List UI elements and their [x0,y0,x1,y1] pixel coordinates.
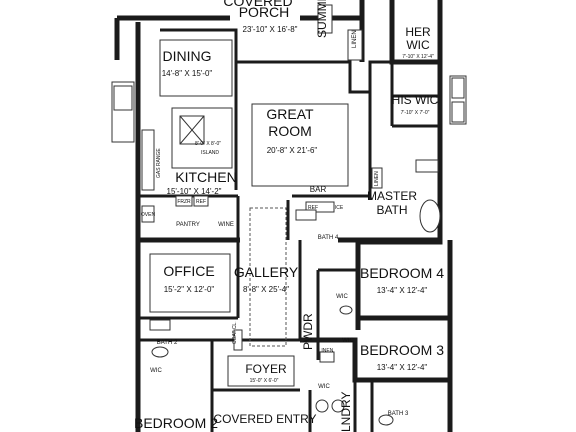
fixtures [113,4,465,426]
porch-label-line2: PORCH [239,4,290,20]
linen-label-top: LINEN [352,30,358,48]
wine-label: WINE [218,222,234,228]
foyer-label: FOYER [245,362,287,376]
wic-label-b: WIC [342,338,354,344]
office-dims: 15'-2" X 12'-0" [164,285,215,294]
gallery-dims: 8'-8" X 25'-4" [243,285,289,294]
kitchen-dims: 15'-10" X 14'-2" [167,187,222,196]
coat-closet-label: COAT CL. [232,321,238,344]
ref-label-bar: REF [308,205,318,211]
office-label: OFFICE [163,263,214,279]
great-room-label-line2: ROOM [268,123,312,139]
ice-label: ICE [335,205,344,211]
her-wic-dims: 7'-10" X 12'-4" [402,54,434,60]
dining-label: DINING [163,48,212,64]
her-wic-label-line1: HER [405,25,431,39]
wic-label-d: WIC [318,384,330,390]
summer-kitchen-label: SUMMER KITCHEN [315,0,329,38]
great-room-label-line1: GREAT [266,106,314,122]
his-wic-label: HIS WIC [392,93,439,107]
porch-label-line1: COVERED [223,0,292,9]
bedroom4-dims: 13'-4" X 12'-4" [377,286,428,295]
bedroom2-label: BEDROOM 2 [134,415,218,431]
ceiling-features [149,39,349,387]
his-wic-dims: 7'-10" X 7'-0" [401,110,430,116]
bath2-label: BATH 2 [157,340,178,346]
bath4-label: BATH 4 [318,235,339,241]
pantry-label: PANTRY [176,222,200,228]
bedroom3-label: BEDROOM 3 [360,342,444,358]
master-bath-label-line2: BATH [376,203,407,217]
frzr-label: FRZR [177,199,191,205]
great-room-dims: 20'-8" X 21'-6" [267,146,318,155]
her-wic-label-line2: WIC [406,38,430,52]
bedroom3-dims: 13'-4" X 12'-4" [377,363,428,372]
walls [111,0,467,432]
wic-label-c: WIC [150,368,162,374]
bar-label: BAR [310,185,327,194]
bath3-label: BATH 3 [388,411,409,417]
lndry-label: LNDRY [339,392,353,432]
linen-label-lndry: LINEN [319,348,334,354]
foyer-dims: 15'-0" X 6'-0" [250,378,279,384]
gas-range-label: GAS RANGE [156,148,162,178]
bedroom4-label: BEDROOM 4 [360,265,444,281]
dining-dims: 14'-8" X 15'-0" [162,69,213,78]
linen-label-bath: LINEN [374,171,380,186]
porch-dims: 23'-10" X 16'-8" [243,25,298,34]
island-label: ISLAND [201,150,219,156]
kitchen-label: KITCHEN [175,169,236,185]
oven-label: OVEN [141,212,156,218]
wic-label-a: WIC [336,294,348,300]
room-labels: COVERED PORCH 23'-10" X 16'-8" SUMMER KI… [134,0,444,432]
ref-label: REF [196,199,206,205]
gallery-label: GALLERY [234,264,299,280]
master-bath-label-line1: MASTER [367,189,417,203]
island-dims: 8'-0" X 8'-0" [195,141,221,147]
pwdr-label: PWDR [301,313,315,350]
covered-entry-label: COVERED ENTRY [213,412,316,426]
kitchen-island [171,107,233,169]
